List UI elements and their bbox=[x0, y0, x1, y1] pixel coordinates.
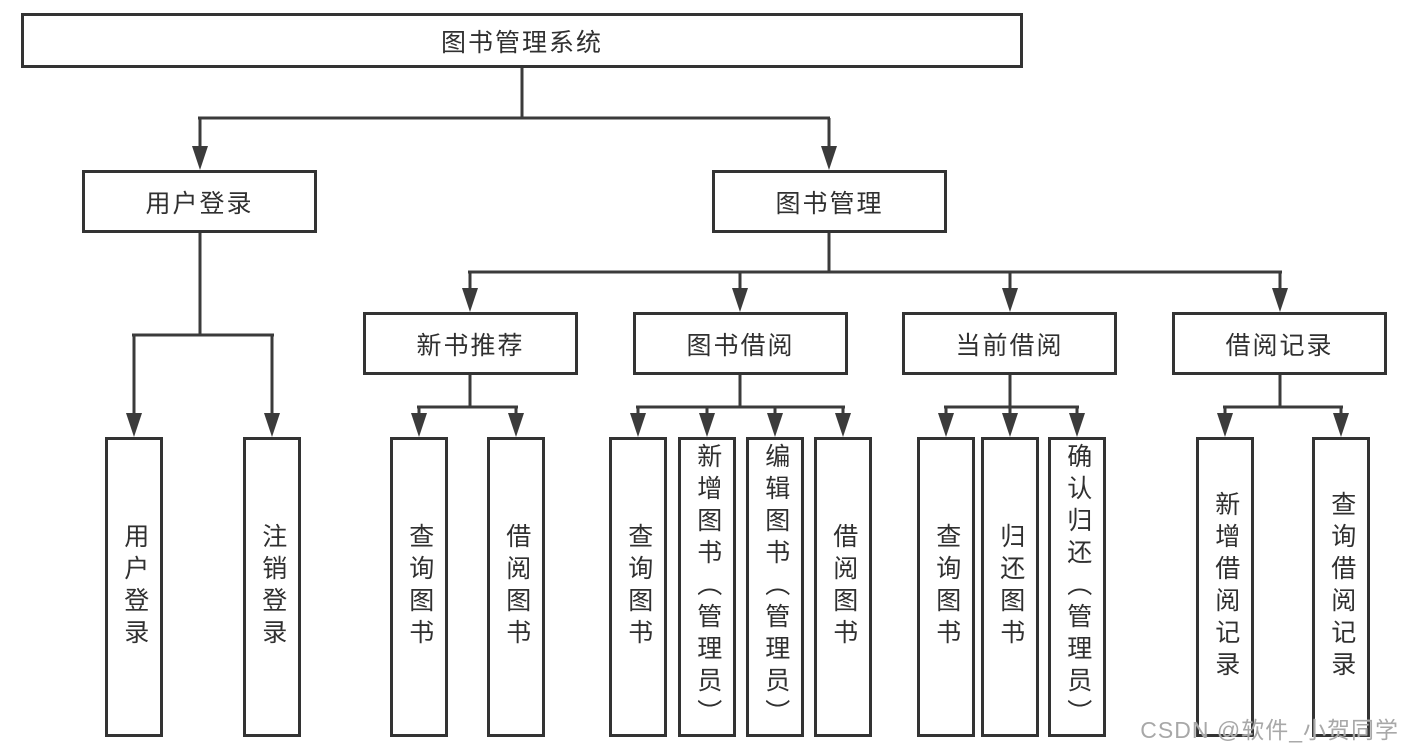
node-label: 借阅图书 bbox=[829, 523, 858, 651]
node-label: 注销登录 bbox=[258, 523, 287, 651]
arrowhead bbox=[699, 413, 715, 437]
node-label: 新书推荐 bbox=[416, 331, 525, 360]
connector-current-borrow-children bbox=[944, 375, 1079, 415]
arrowhead bbox=[508, 413, 524, 437]
node-label: 确认归还（管理员） bbox=[1063, 443, 1092, 731]
arrowhead bbox=[264, 413, 280, 437]
node-root-library-management-system: 图书管理系统 bbox=[21, 13, 1023, 68]
arrowhead bbox=[462, 288, 478, 312]
arrowhead bbox=[1002, 413, 1018, 437]
arrowhead bbox=[1002, 288, 1018, 312]
connector-root-to-level2 bbox=[198, 68, 831, 148]
leaf-return-books: 归还图书 bbox=[981, 437, 1039, 737]
node-label: 用户登录 bbox=[120, 523, 149, 651]
leaf-add-books-admin: 新增图书（管理员） bbox=[678, 437, 736, 737]
leaf-logout: 注销登录 bbox=[243, 437, 301, 737]
node-current-borrow: 当前借阅 bbox=[902, 312, 1117, 375]
node-user-login: 用户登录 bbox=[82, 170, 317, 233]
node-label: 查询图书 bbox=[405, 523, 434, 651]
arrowhead bbox=[821, 146, 837, 170]
leaf-query-borrow-record: 查询借阅记录 bbox=[1312, 437, 1370, 737]
arrowhead bbox=[1217, 413, 1233, 437]
node-label: 图书管理 bbox=[775, 189, 884, 218]
arrowhead bbox=[1272, 288, 1288, 312]
leaf-user-login: 用户登录 bbox=[105, 437, 163, 737]
connector-user-login-children bbox=[132, 233, 274, 415]
leaf-query-books-recommend: 查询图书 bbox=[390, 437, 448, 737]
node-label: 图书管理系统 bbox=[440, 28, 603, 57]
leaf-borrow-books-recommend: 借阅图书 bbox=[487, 437, 545, 737]
node-label: 用户登录 bbox=[145, 189, 254, 218]
arrowhead bbox=[192, 146, 208, 170]
node-book-borrow: 图书借阅 bbox=[633, 312, 848, 375]
leaf-add-borrow-record: 新增借阅记录 bbox=[1196, 437, 1254, 737]
node-label: 新增借阅记录 bbox=[1211, 491, 1240, 683]
arrowhead bbox=[835, 413, 851, 437]
leaf-query-books-current: 查询图书 bbox=[917, 437, 975, 737]
node-book-management: 图书管理 bbox=[712, 170, 947, 233]
node-label: 借阅图书 bbox=[502, 523, 531, 651]
arrowhead bbox=[1069, 413, 1085, 437]
node-label: 编辑图书（管理员） bbox=[761, 443, 790, 731]
watermark: CSDN @软件_小贺同学 bbox=[1140, 717, 1399, 743]
arrowhead bbox=[938, 413, 954, 437]
arrowhead bbox=[767, 413, 783, 437]
node-label: 借阅记录 bbox=[1225, 331, 1334, 360]
node-label: 新增图书（管理员） bbox=[693, 443, 722, 731]
leaf-confirm-return-admin: 确认归还（管理员） bbox=[1048, 437, 1106, 737]
leaf-query-books-borrow: 查询图书 bbox=[609, 437, 667, 737]
node-label: 图书借阅 bbox=[686, 331, 795, 360]
connector-borrow-record-children bbox=[1223, 375, 1343, 415]
node-label: 查询图书 bbox=[932, 523, 961, 651]
arrowhead bbox=[1333, 413, 1349, 437]
node-new-book-recommend: 新书推荐 bbox=[363, 312, 578, 375]
arrowhead bbox=[630, 413, 646, 437]
arrowhead bbox=[411, 413, 427, 437]
arrowhead bbox=[126, 413, 142, 437]
connector-book-borrow-children bbox=[636, 375, 845, 415]
node-borrow-record: 借阅记录 bbox=[1172, 312, 1387, 375]
node-label: 查询图书 bbox=[624, 523, 653, 651]
connector-book-management-children bbox=[468, 233, 1282, 290]
node-label: 归还图书 bbox=[996, 523, 1025, 651]
leaf-borrow-books: 借阅图书 bbox=[814, 437, 872, 737]
connector-new-book-recommend-children bbox=[417, 375, 518, 415]
node-label: 查询借阅记录 bbox=[1327, 491, 1356, 683]
node-label: 当前借阅 bbox=[955, 331, 1064, 360]
leaf-edit-books-admin: 编辑图书（管理员） bbox=[746, 437, 804, 737]
arrowhead bbox=[732, 288, 748, 312]
